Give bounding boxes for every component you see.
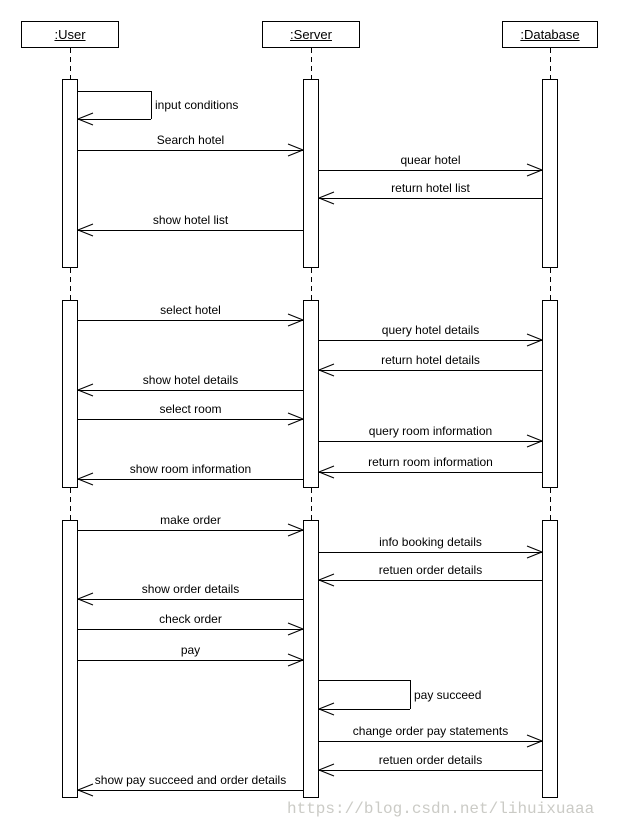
activation-bar-server-1: [303, 79, 319, 268]
message-label: pay succeed: [414, 687, 482, 702]
open-arrowhead-icon: [77, 118, 94, 126]
open-arrowhead-icon: [526, 339, 543, 347]
message-label: show order details: [141, 582, 240, 596]
open-arrowhead-icon: [318, 702, 335, 710]
message-label: query room information: [368, 424, 493, 438]
open-arrowhead-icon: [287, 653, 304, 661]
activation-bar-user-1: [62, 79, 78, 268]
open-arrowhead-icon: [526, 169, 543, 177]
open-arrowhead-icon: [287, 418, 304, 426]
open-arrowhead-icon: [318, 769, 335, 777]
activation-bar-database-1: [542, 79, 558, 268]
message-label: return hotel details: [381, 353, 480, 367]
message-label: show hotel details: [142, 373, 239, 387]
open-arrowhead-icon: [318, 197, 335, 205]
activation-bar-server-2: [303, 300, 319, 488]
open-arrowhead-icon: [526, 545, 543, 553]
open-arrowhead-icon: [318, 363, 335, 371]
watermark-text: https://blog.csdn.net/lihuixuaaa: [287, 800, 595, 818]
actor-label-database: :Database: [520, 27, 580, 42]
open-arrowhead-icon: [77, 229, 94, 237]
open-arrowhead-icon: [526, 333, 543, 341]
message-label: show room information: [129, 462, 252, 476]
open-arrowhead-icon: [526, 163, 543, 171]
actor-label-user: :User: [54, 27, 86, 42]
actor-box-database: :Database: [502, 21, 598, 48]
open-arrowhead-icon: [318, 369, 335, 377]
message-label: info booking details: [379, 535, 482, 549]
open-arrowhead-icon: [318, 573, 335, 581]
message-label: make order: [160, 513, 221, 527]
open-arrowhead-icon: [318, 579, 335, 587]
message-label: quear hotel: [400, 153, 461, 167]
open-arrowhead-icon: [287, 319, 304, 327]
open-arrowhead-icon: [287, 313, 304, 321]
open-arrowhead-icon: [287, 149, 304, 157]
open-arrowhead-icon: [287, 622, 304, 630]
open-arrowhead-icon: [287, 529, 304, 537]
open-arrowhead-icon: [77, 223, 94, 231]
message-label: select hotel: [160, 303, 221, 317]
message-label: retuen order details: [378, 563, 483, 577]
message-label: return hotel list: [391, 181, 470, 195]
open-arrowhead-icon: [526, 434, 543, 442]
open-arrowhead-icon: [77, 478, 94, 486]
actor-label-server: :Server: [290, 27, 332, 42]
open-arrowhead-icon: [526, 551, 543, 559]
message-label: show hotel list: [152, 213, 229, 227]
open-arrowhead-icon: [287, 412, 304, 420]
actor-box-user: :User: [21, 21, 119, 48]
activation-bar-user-2: [62, 300, 78, 488]
message-label: return room information: [368, 455, 493, 469]
open-arrowhead-icon: [287, 659, 304, 667]
open-arrowhead-icon: [77, 112, 94, 120]
open-arrowhead-icon: [318, 465, 335, 473]
open-arrowhead-icon: [526, 734, 543, 742]
message-label: pay: [180, 643, 201, 657]
open-arrowhead-icon: [526, 440, 543, 448]
open-arrowhead-icon: [287, 143, 304, 151]
open-arrowhead-icon: [526, 740, 543, 748]
open-arrowhead-icon: [77, 789, 94, 797]
activation-bar-user-3: [62, 520, 78, 798]
activation-bar-database-2: [542, 300, 558, 488]
open-arrowhead-icon: [77, 389, 94, 397]
open-arrowhead-icon: [77, 783, 94, 791]
message-label: change order pay statements: [352, 724, 509, 738]
open-arrowhead-icon: [318, 763, 335, 771]
message-label: show pay succeed and order details: [94, 773, 287, 787]
message-label: Search hotel: [156, 133, 225, 147]
open-arrowhead-icon: [287, 523, 304, 531]
message-label: input conditions: [155, 98, 239, 112]
open-arrowhead-icon: [77, 592, 94, 600]
activation-bar-server-3: [303, 520, 319, 798]
message-label: retuen order details: [378, 753, 483, 767]
open-arrowhead-icon: [287, 628, 304, 636]
open-arrowhead-icon: [77, 598, 94, 606]
open-arrowhead-icon: [77, 472, 94, 480]
message-label: check order: [159, 612, 222, 626]
actor-box-server: :Server: [262, 21, 360, 48]
message-label: query hotel details: [381, 323, 480, 337]
open-arrowhead-icon: [77, 383, 94, 391]
open-arrowhead-icon: [318, 708, 335, 716]
message-label: select room: [159, 402, 222, 416]
activation-bar-database-3: [542, 520, 558, 798]
open-arrowhead-icon: [318, 471, 335, 479]
open-arrowhead-icon: [318, 191, 335, 199]
